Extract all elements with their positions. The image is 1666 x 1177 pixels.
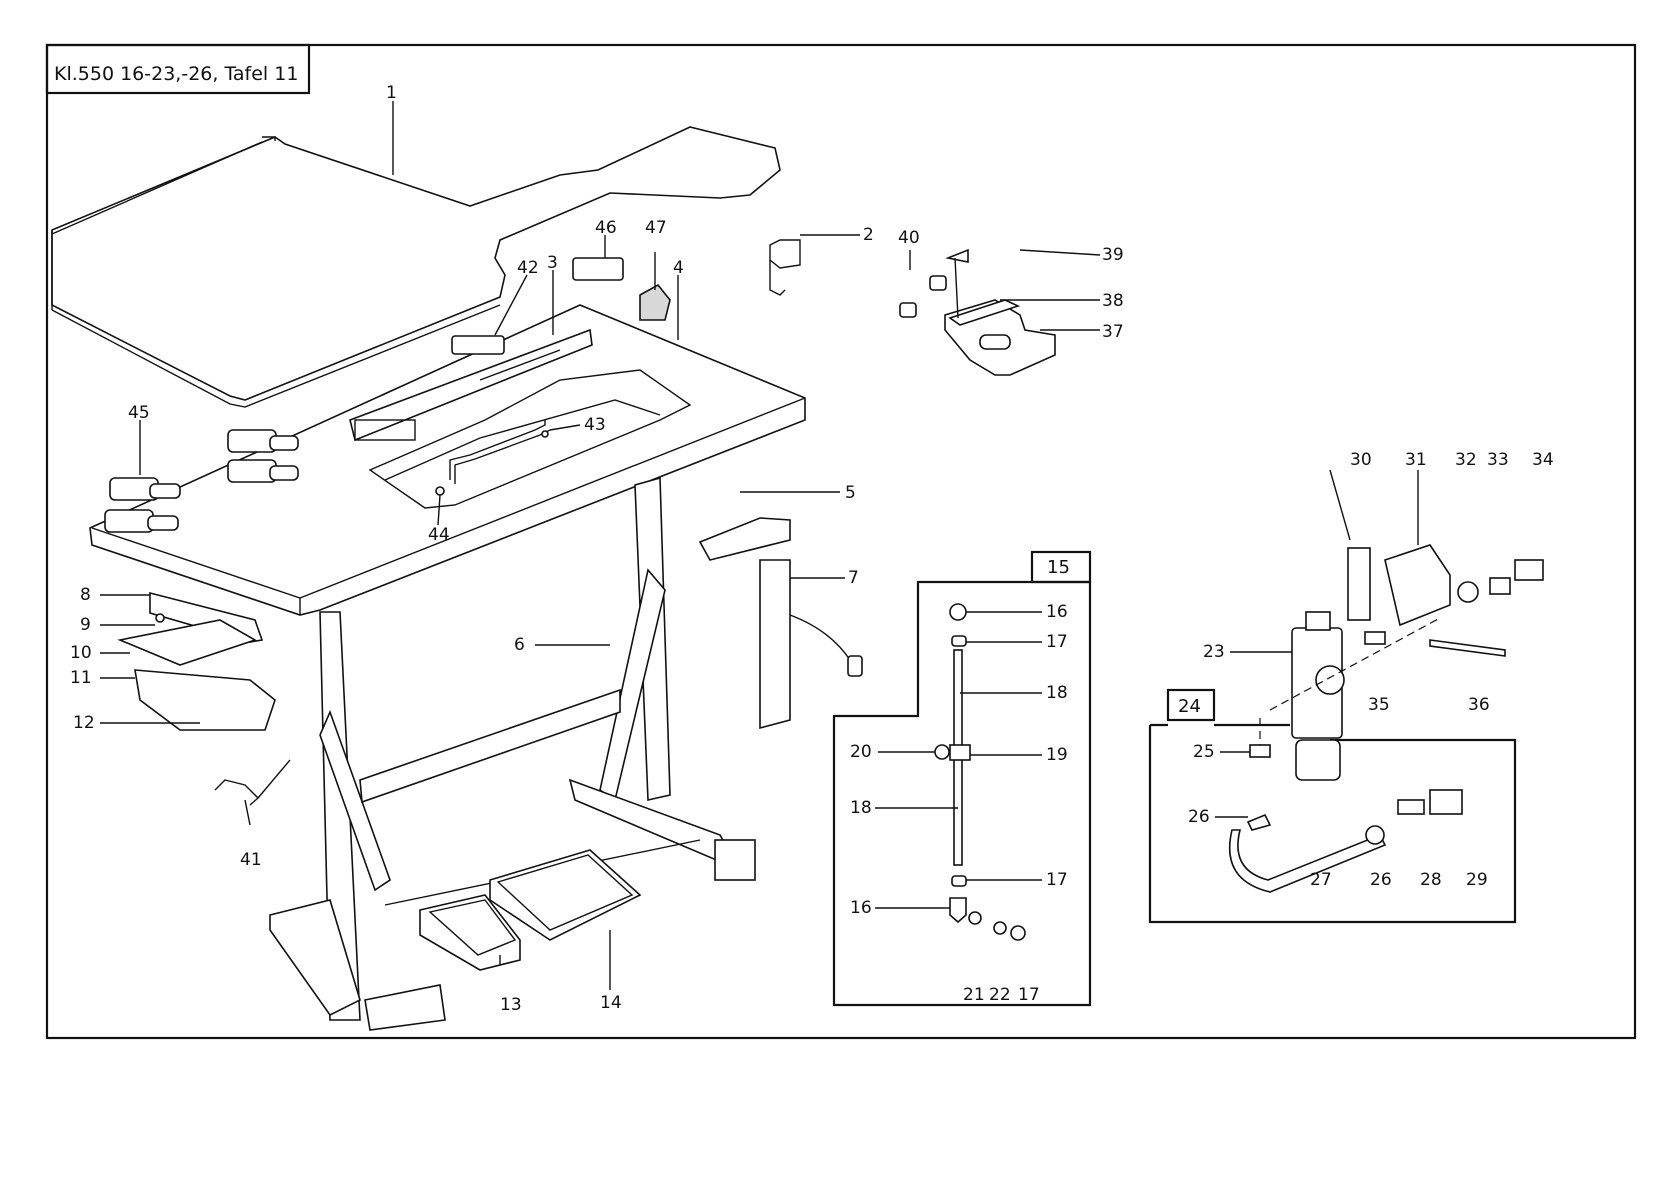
callout-22: 22 xyxy=(989,985,1011,1005)
callout-40: 40 xyxy=(898,228,920,248)
callout-39: 39 xyxy=(1102,245,1124,265)
callout-37: 37 xyxy=(1102,322,1124,342)
pedals xyxy=(419,849,642,971)
group-24: 24 xyxy=(1148,688,1517,924)
callout-18a: 18 xyxy=(1046,683,1068,703)
filter-regulator xyxy=(1259,544,1544,781)
callout-8: 8 xyxy=(80,585,91,605)
callout-41: 41 xyxy=(240,850,262,870)
callout-14: 14 xyxy=(600,993,622,1013)
stand-table xyxy=(89,304,806,616)
callout-17a: 17 xyxy=(1046,632,1068,652)
callout-33: 33 xyxy=(1487,450,1509,470)
callout-34: 34 xyxy=(1532,450,1554,470)
group-15-number: 15 xyxy=(1047,557,1070,578)
drawer-assembly xyxy=(117,591,291,806)
callout-13: 13 xyxy=(500,995,522,1015)
callout-12: 12 xyxy=(73,713,95,733)
callout-18b: 18 xyxy=(850,798,872,818)
callout-5: 5 xyxy=(845,483,856,503)
callout-36: 36 xyxy=(1468,695,1490,715)
callout-2: 2 xyxy=(863,225,874,245)
callout-1: 1 xyxy=(386,83,397,103)
group-24-number: 24 xyxy=(1178,696,1201,717)
callout-29: 29 xyxy=(1466,870,1488,890)
callout-7: 7 xyxy=(848,568,859,588)
callout-6: 6 xyxy=(514,635,525,655)
stand-frame xyxy=(269,476,756,1031)
callout-11: 11 xyxy=(70,668,92,688)
knee-lift-bracket xyxy=(899,248,1056,376)
callout-25: 25 xyxy=(1193,742,1215,762)
callout-17b: 17 xyxy=(1046,870,1068,890)
title-box: Kl.550 16-23,-26, Tafel 11 xyxy=(45,43,311,95)
callout-35: 35 xyxy=(1368,695,1390,715)
callout-23: 23 xyxy=(1203,642,1225,662)
callout-46: 46 xyxy=(595,218,617,238)
outer-frame xyxy=(45,43,1637,1040)
callout-4: 4 xyxy=(673,258,684,278)
callout-9: 9 xyxy=(80,615,91,635)
callout-3: 3 xyxy=(547,253,558,273)
callout-31: 31 xyxy=(1405,450,1427,470)
callout-30: 30 xyxy=(1350,450,1372,470)
callout-47: 47 xyxy=(645,218,667,238)
callout-16b: 16 xyxy=(850,898,872,918)
callout-38: 38 xyxy=(1102,291,1124,311)
callout-27: 27 xyxy=(1310,870,1332,890)
callout-32: 32 xyxy=(1455,450,1477,470)
callout-43: 43 xyxy=(584,415,606,435)
callout-16a: 16 xyxy=(1046,602,1068,622)
group-15: 15 xyxy=(832,550,1092,1007)
callout-20: 20 xyxy=(850,742,872,762)
table-top xyxy=(51,126,781,408)
callout-17c: 17 xyxy=(1018,985,1040,1005)
callout-28: 28 xyxy=(1420,870,1442,890)
callout-42: 42 xyxy=(517,258,539,278)
hinge-parts xyxy=(104,257,671,533)
bracket-2 xyxy=(769,239,801,296)
callout-26a: 26 xyxy=(1188,807,1210,827)
leader-lines xyxy=(100,101,1419,990)
page-title: Kl.550 16-23,-26, Tafel 11 xyxy=(54,63,298,85)
callout-labels: 1 2 3 4 5 6 7 8 9 10 11 12 13 14 16 17 1… xyxy=(70,83,1554,1015)
callout-44: 44 xyxy=(428,525,450,545)
callout-21: 21 xyxy=(963,985,985,1005)
callout-19: 19 xyxy=(1046,745,1068,765)
callout-26b: 26 xyxy=(1370,870,1392,890)
knee-press xyxy=(698,517,863,730)
callout-10: 10 xyxy=(70,643,92,663)
callout-45: 45 xyxy=(128,403,150,423)
